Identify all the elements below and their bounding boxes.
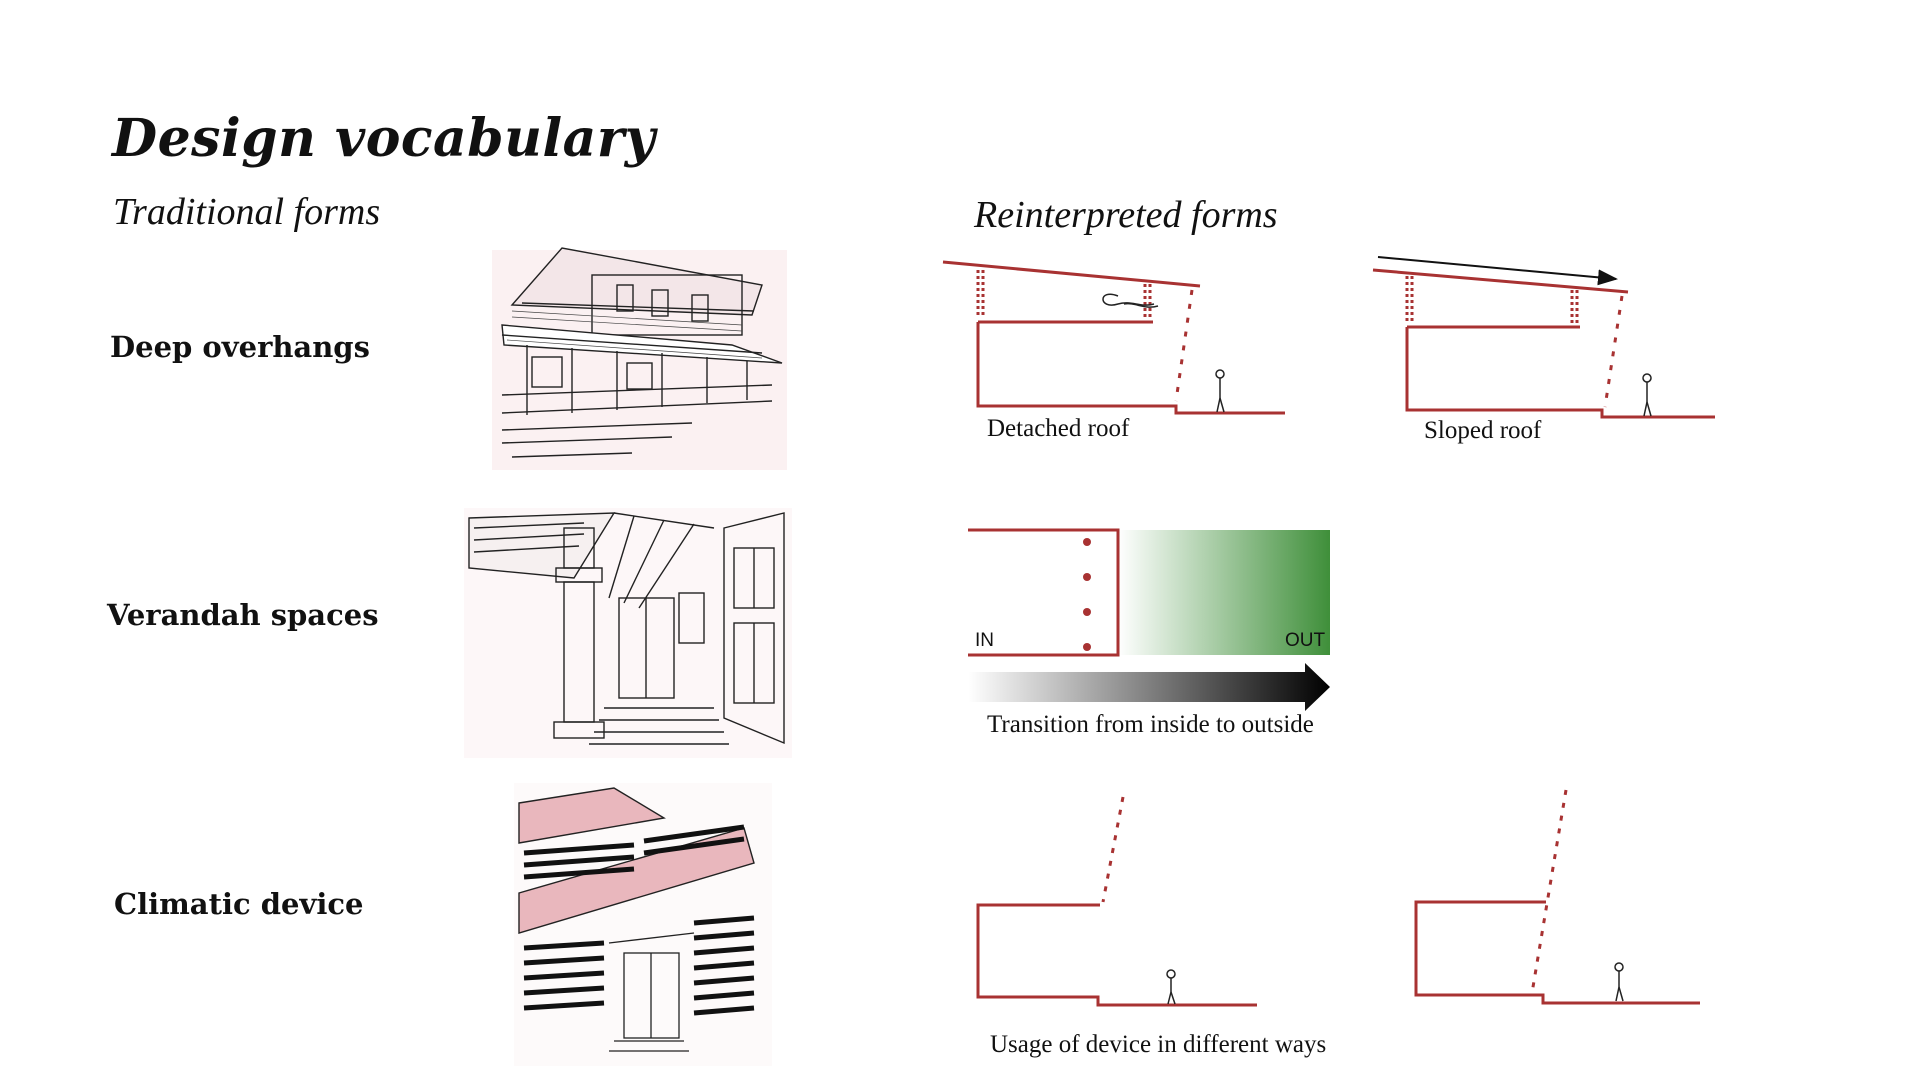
transition-diagram: IN OUT [968, 528, 1330, 711]
slide-title: Design vocabulary [112, 108, 656, 169]
caption-transition: Transition from inside to outside [987, 711, 1314, 738]
caption-usage-of-device: Usage of device in different ways [990, 1031, 1327, 1058]
person-icon [1614, 962, 1624, 1002]
sketch-verandah-spaces [464, 508, 792, 758]
sketch-deep-overhangs [492, 247, 787, 470]
caption-detached-roof: Detached roof [987, 415, 1130, 442]
person-icon [1166, 969, 1176, 1005]
detached-roof-diagram [942, 260, 1285, 415]
sketch-climatic-device [514, 783, 772, 1066]
traditional-forms-heading: Traditional forms [113, 191, 381, 233]
caption-sloped-roof: Sloped roof [1424, 417, 1542, 444]
climatic-device-diagram-a [976, 796, 1257, 1007]
row-label-deep-overhangs: Deep overhangs [110, 330, 370, 364]
reinterpreted-forms-heading: Reinterpreted forms [974, 194, 1278, 236]
label-out: OUT [1285, 630, 1326, 651]
person-icon [1215, 369, 1225, 413]
label-in: IN [975, 630, 994, 651]
row-label-verandah-spaces: Verandah spaces [107, 598, 379, 632]
sloped-roof-diagram [1372, 256, 1715, 419]
row-label-climatic-device: Climatic device [114, 887, 364, 921]
transition-arrow [968, 663, 1330, 711]
climatic-device-diagram-b [1414, 789, 1700, 1005]
person-icon [1642, 373, 1652, 417]
